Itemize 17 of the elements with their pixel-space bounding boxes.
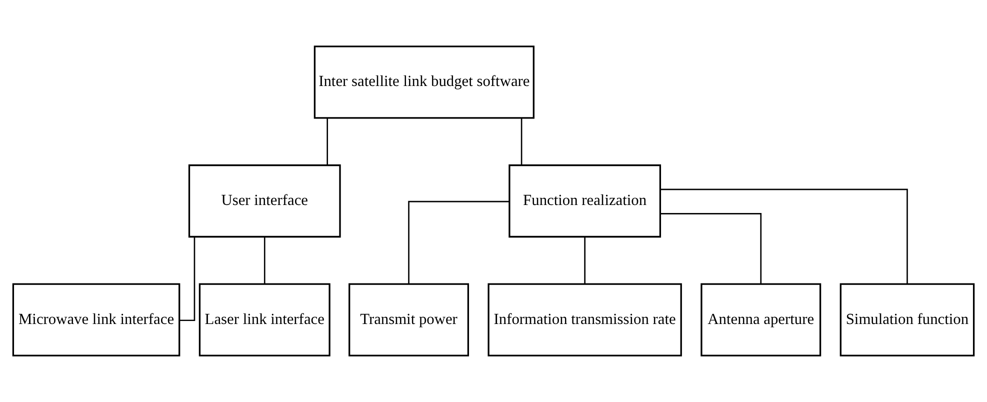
node-box: Microwave link interface <box>12 283 180 356</box>
node-box: Function realization <box>508 164 662 238</box>
connector <box>660 213 762 284</box>
connector <box>520 118 522 166</box>
connector <box>660 188 908 284</box>
connector <box>408 200 510 284</box>
node-box: Laser link interface <box>198 283 330 356</box>
node-box: Transmit power <box>348 283 470 356</box>
connector <box>180 236 196 322</box>
node-box: Information transmission rate <box>488 283 682 356</box>
node-box: Simulation function <box>840 283 975 356</box>
connector <box>264 236 266 284</box>
connector <box>326 118 328 166</box>
node-box: Antenna aperture <box>700 283 822 356</box>
connector <box>584 236 586 284</box>
node-box: User interface <box>188 164 341 238</box>
node-box: Inter satellite link budget software <box>314 46 534 119</box>
